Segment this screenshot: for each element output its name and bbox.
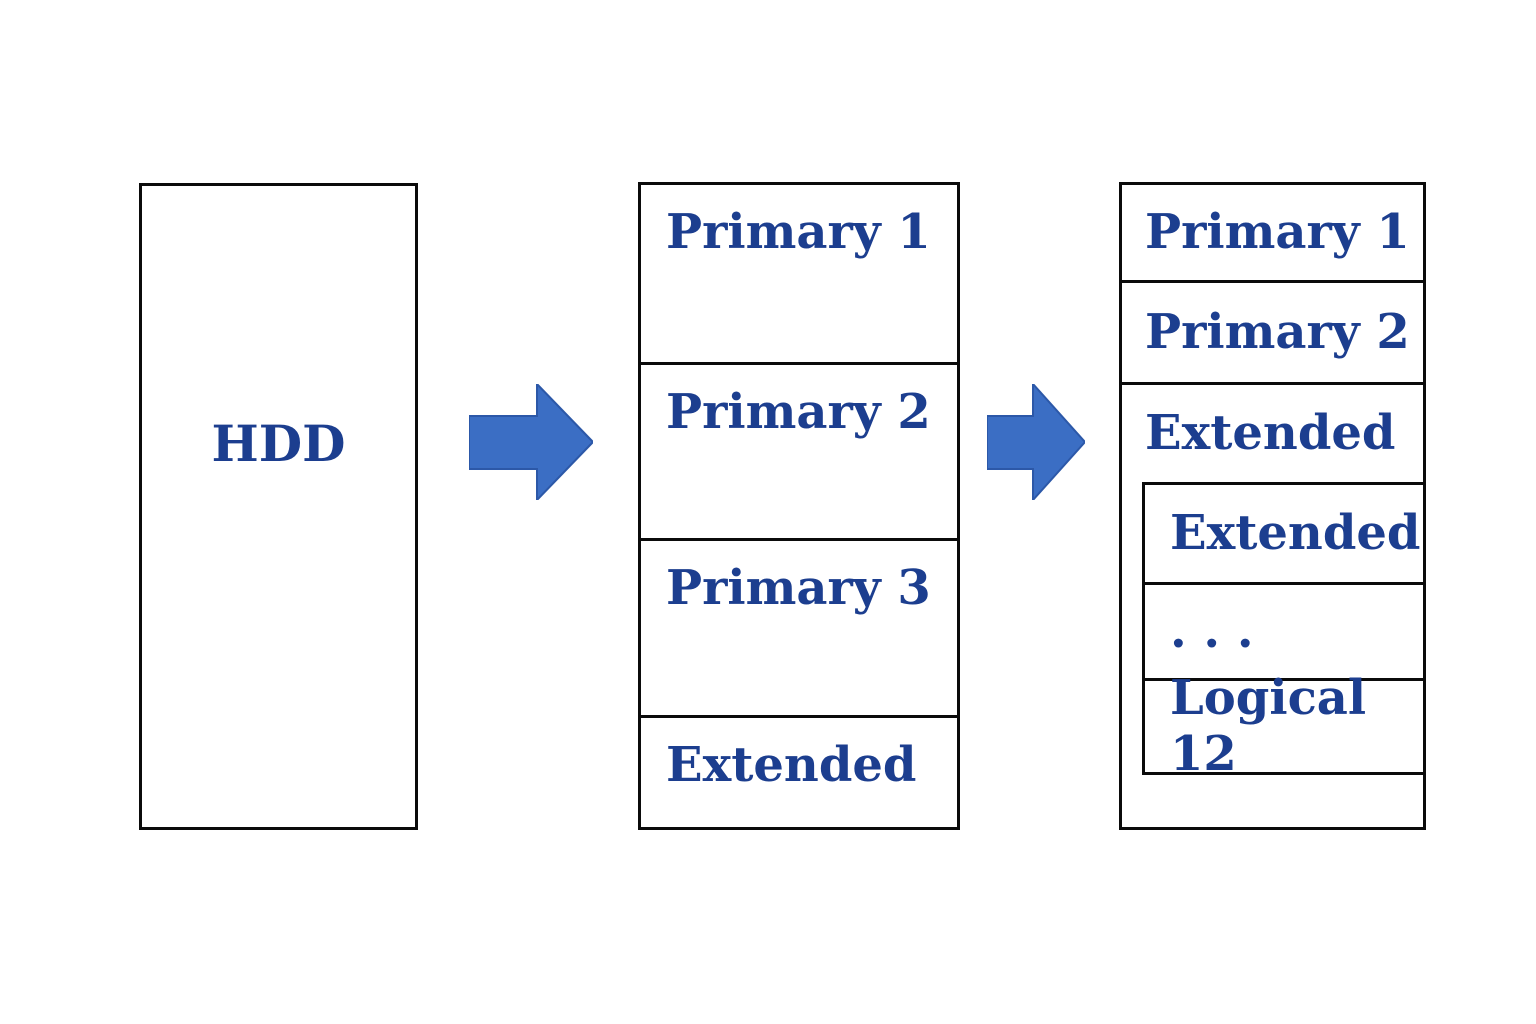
partition-row-primary-2: Primary 2 — [641, 362, 957, 538]
right-arrow-shape — [469, 384, 593, 500]
partition-label: Extended — [666, 737, 917, 793]
logical-row-logical-12: Logical 12 — [1145, 671, 1423, 781]
partition-row-extended: Extended — [641, 715, 957, 827]
partition-table-box: Primary 1 Primary 2 Primary 3 Extended — [638, 182, 960, 830]
partition-label: Primary 1 — [1145, 203, 1410, 260]
partition-label: Extended — [1170, 504, 1421, 561]
right-arrow-icon — [987, 384, 1085, 500]
partition-label: Primary 2 — [1145, 303, 1410, 360]
extended-detail-box: Primary 1 Primary 2 Extended Extended . … — [1119, 182, 1426, 830]
partition-label: Primary 3 — [666, 560, 931, 616]
hdd-box: HDD — [139, 183, 418, 830]
partition-row-primary-2: Primary 2 — [1122, 280, 1423, 382]
logical-row-extended: Extended — [1145, 485, 1423, 582]
unallocated-space — [1122, 775, 1423, 827]
ellipsis-label: . . . — [1170, 602, 1254, 659]
partition-row-extended: Extended — [1122, 382, 1423, 482]
logical-partitions-box: Extended . . . Logical 12 — [1142, 482, 1423, 781]
partition-label: Extended — [1145, 404, 1396, 461]
hdd-label: HDD — [211, 414, 346, 473]
partition-label: Primary 1 — [666, 204, 931, 260]
partition-label: Logical 12 — [1170, 670, 1367, 782]
logical-row-ellipsis: . . . — [1145, 582, 1423, 678]
partition-row-primary-1: Primary 1 — [1122, 185, 1423, 280]
right-arrow-icon — [469, 384, 593, 500]
right-arrow-shape — [987, 384, 1085, 500]
partition-label: Primary 2 — [666, 384, 931, 440]
partition-row-primary-1: Primary 1 — [641, 185, 957, 362]
partition-row-primary-3: Primary 3 — [641, 538, 957, 715]
